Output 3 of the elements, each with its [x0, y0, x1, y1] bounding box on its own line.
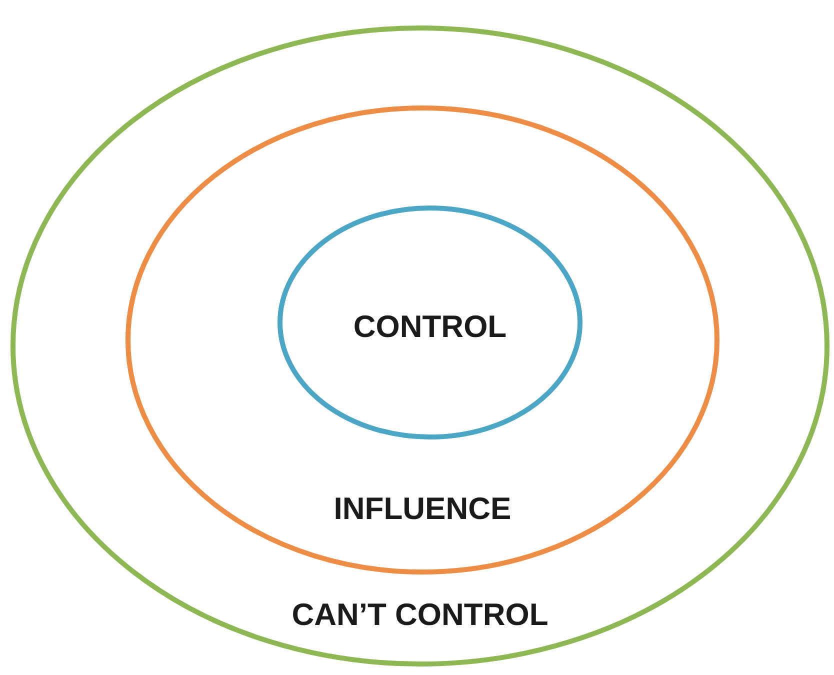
ellipse-ring	[277, 205, 583, 440]
ellipse-ring	[10, 25, 830, 667]
ellipse-ring	[125, 105, 720, 575]
